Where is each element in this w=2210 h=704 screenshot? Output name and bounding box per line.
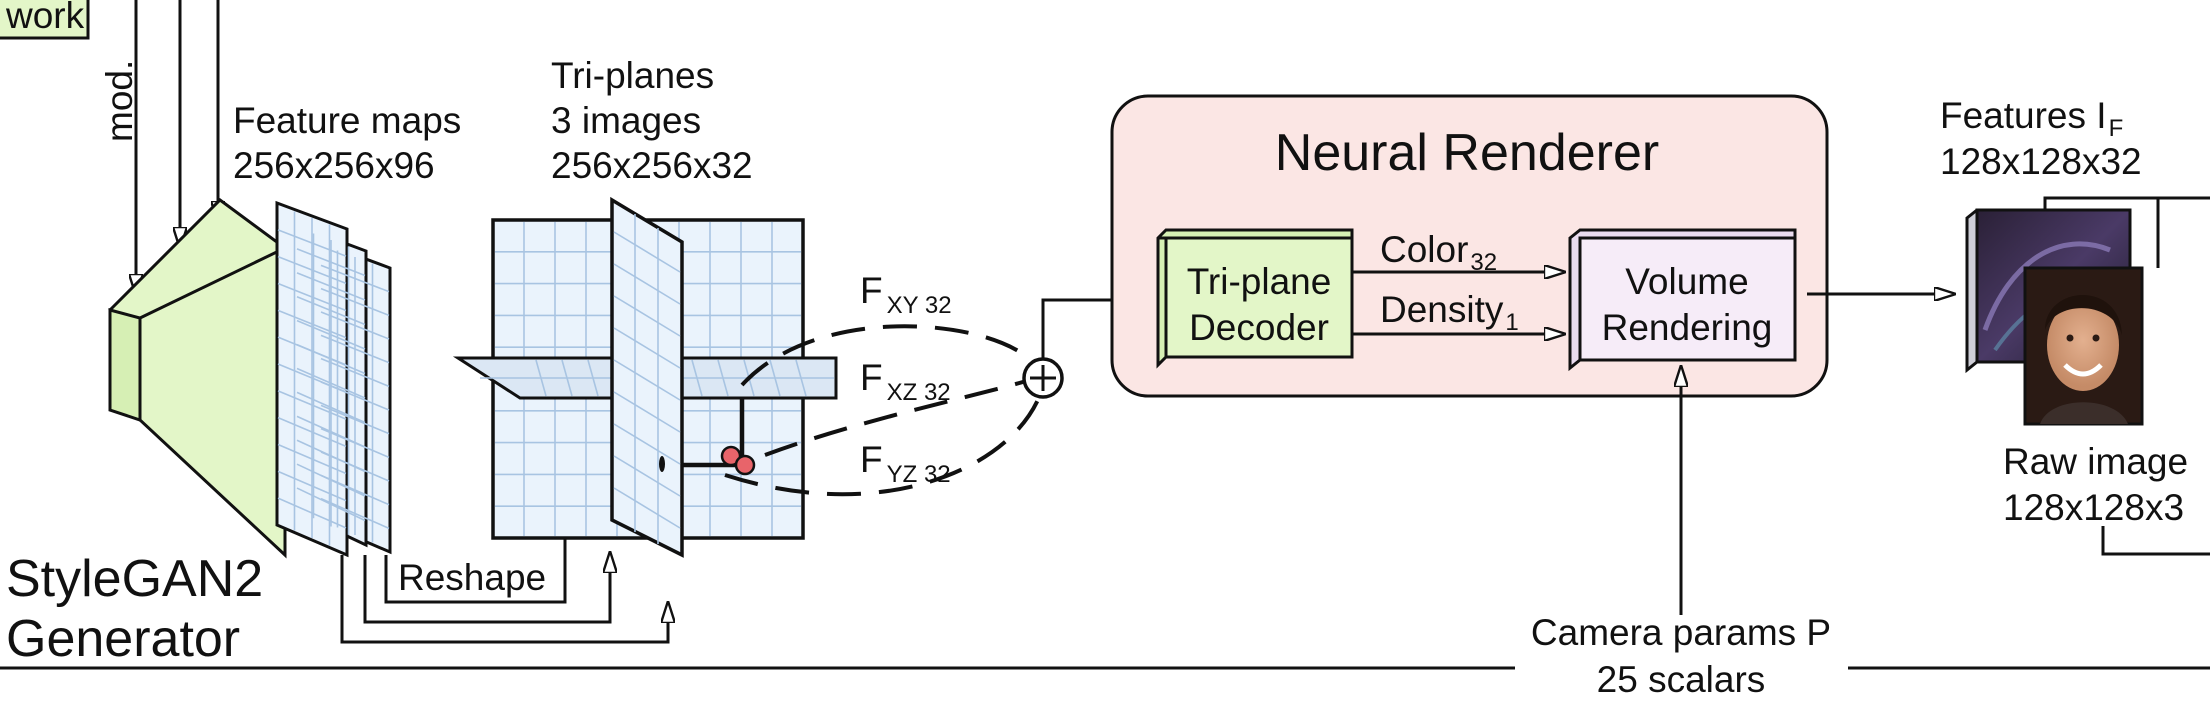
generator-top-label: work: [5, 0, 85, 36]
generator-name-line1: StyleGAN2: [6, 550, 263, 608]
feature-sheet-grid: [277, 211, 390, 546]
features-dims: 128x128x32: [1940, 141, 2142, 182]
generator-name-line2: Generator: [6, 610, 240, 668]
features-label: Features IF: [1940, 95, 2123, 142]
grid-line: [613, 295, 681, 337]
face-photo-icon: [2023, 266, 2144, 426]
volume-line2: Rendering: [1602, 307, 1773, 348]
neural-renderer-title: Neural Renderer: [1275, 124, 1659, 182]
triplane-decoder-box: Tri-plane Decoder: [1156, 228, 1354, 369]
yz-plane-grid: [613, 214, 681, 544]
grid-line: [613, 263, 681, 305]
summation-circle-icon: [1022, 357, 1064, 399]
generator-top-label-box: work: [0, 0, 90, 40]
grid-line: [613, 423, 681, 465]
triplanes-count: 3 images: [551, 100, 701, 141]
raw-output-line: [2101, 526, 2210, 556]
mod-label: mod.: [99, 60, 140, 142]
decoder-line1: Tri-plane: [1187, 261, 1332, 302]
reshape-label: Reshape: [398, 557, 546, 598]
sample-point: [734, 454, 756, 476]
color-label: Color32: [1380, 229, 1497, 276]
raw-image-dims: 128x128x3: [2003, 487, 2184, 528]
volume-rendering-box: Volume Rendering: [1568, 228, 1797, 372]
sample-point: [720, 445, 742, 467]
grid-line: [613, 327, 681, 369]
feature-maps-dims: 256x256x96: [233, 145, 435, 186]
grid-line: [613, 455, 681, 497]
raw-image-title: Raw image: [2003, 441, 2188, 482]
volume-line1: Volume: [1625, 261, 1748, 302]
yz-sample-mark: [659, 456, 665, 472]
grid-line: [613, 231, 681, 273]
camera-line1: Camera params P: [1531, 612, 1831, 653]
triplanes-title: Tri-planes: [551, 55, 714, 96]
mod-arrows: [136, 0, 218, 295]
grid-line: [613, 391, 681, 433]
feature-map-sheets: [275, 200, 392, 558]
triplanes-dims: 256x256x32: [551, 145, 753, 186]
camera-line2: 25 scalars: [1597, 659, 1766, 700]
features-output-line: [2043, 196, 2210, 210]
density-label: Density1: [1380, 289, 1519, 336]
grid-line: [613, 359, 681, 401]
decoder-line2: Decoder: [1189, 307, 1329, 348]
feature-lookup-dashes: [724, 324, 1042, 497]
grid-line: [613, 487, 681, 529]
triplane-structure: [452, 196, 838, 558]
feature-maps-title: Feature maps: [233, 100, 461, 141]
